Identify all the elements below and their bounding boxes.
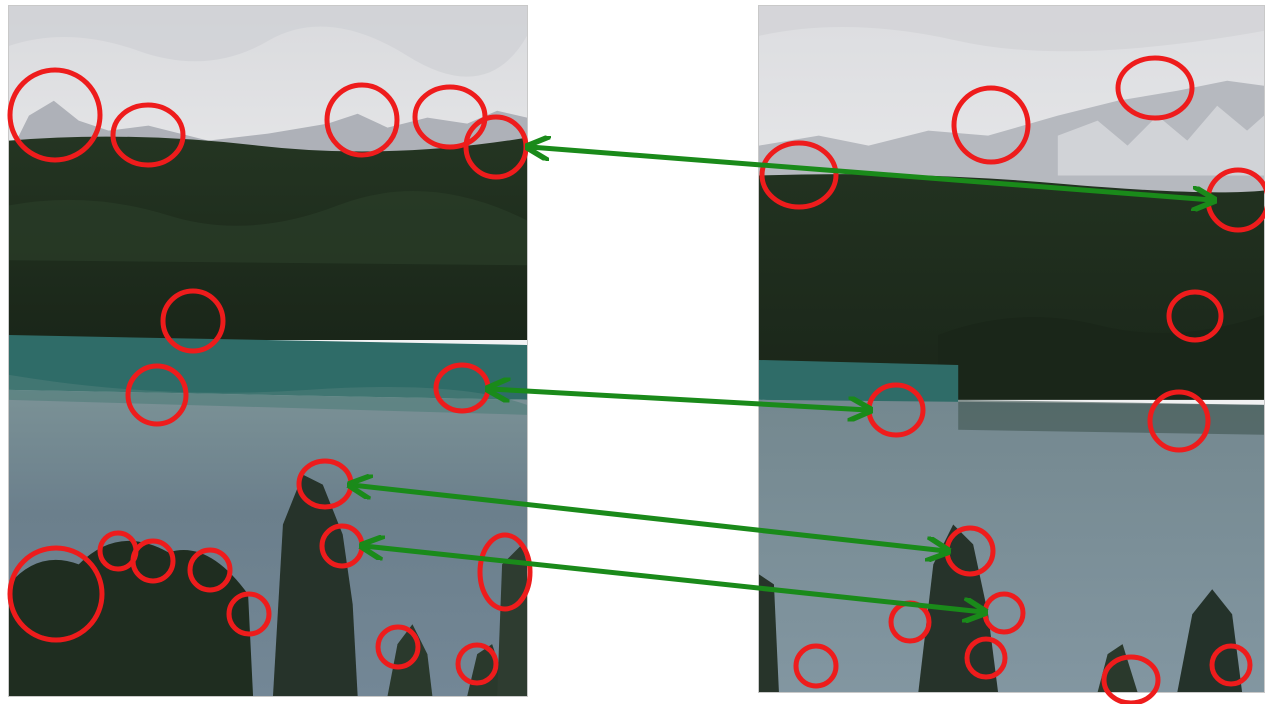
- teal-water: [759, 359, 959, 405]
- right-photo: [758, 5, 1265, 693]
- forest: [759, 174, 1264, 375]
- left-photo: [8, 5, 528, 697]
- right-photo-scene: [759, 6, 1264, 692]
- left-photo-scene: [9, 6, 527, 696]
- foreground-trees-left: [9, 540, 254, 696]
